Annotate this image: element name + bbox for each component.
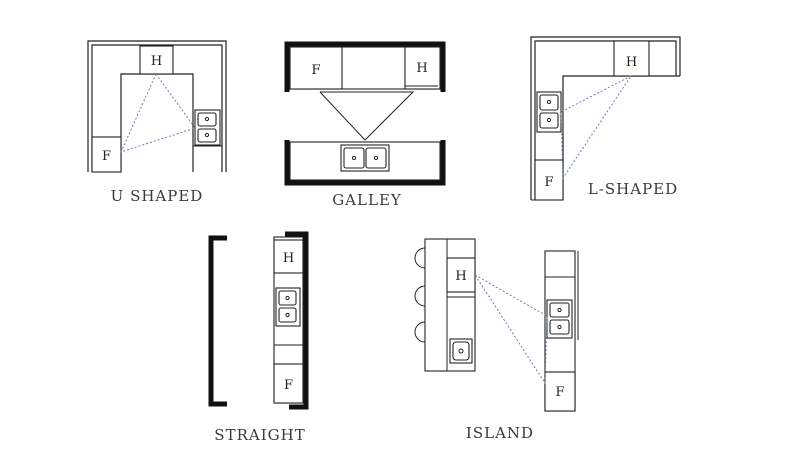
island-hob bbox=[446, 257, 476, 293]
galley-top-wall bbox=[284, 41, 446, 92]
island-hob-label: H bbox=[455, 269, 466, 284]
galley-hob bbox=[404, 46, 441, 90]
l-shaped-hob bbox=[613, 40, 650, 77]
l-shaped-outer-wall bbox=[530, 36, 681, 200]
straight-layout: H F STRAIGHT bbox=[208, 231, 309, 444]
straight-left-bracket bbox=[208, 235, 227, 407]
u-shaped-sink-basin bbox=[197, 128, 217, 143]
galley-work-triangle bbox=[319, 91, 415, 141]
straight-hob bbox=[273, 239, 304, 274]
l-shaped-fridge bbox=[534, 159, 564, 201]
u-shaped-sink-basin bbox=[197, 112, 217, 127]
galley-fridge bbox=[289, 46, 343, 90]
u-shaped-fridge bbox=[91, 136, 122, 173]
l-shaped-fridge-label: F bbox=[544, 175, 553, 190]
galley-label: GALLEY bbox=[332, 191, 402, 209]
l-shaped-hob-label: H bbox=[626, 55, 637, 70]
galley-hob-label: H bbox=[416, 61, 427, 76]
l-shaped-work-triangle bbox=[560, 75, 632, 180]
island-layout: H F ISLAND bbox=[414, 238, 579, 442]
u-shaped-label: U SHAPED bbox=[111, 187, 204, 205]
island-fridge-label: F bbox=[555, 385, 564, 400]
galley-bottom-wall bbox=[284, 140, 446, 186]
u-shaped-work-triangle bbox=[120, 73, 196, 153]
u-shaped-outer-wall bbox=[87, 40, 227, 172]
u-shaped-fridge-label: F bbox=[102, 149, 111, 164]
l-shaped-label: L-SHAPED bbox=[588, 180, 678, 198]
u-shaped-hob bbox=[139, 45, 174, 75]
island-fridge bbox=[544, 371, 576, 412]
straight-hob-label: H bbox=[283, 251, 294, 266]
l-shaped-outer-wall-inner-line bbox=[534, 40, 677, 200]
straight-label: STRAIGHT bbox=[214, 426, 305, 444]
straight-wall bbox=[285, 231, 309, 410]
u-shaped-counter-edge bbox=[120, 73, 194, 172]
island-stool bbox=[414, 321, 426, 343]
island-stool bbox=[414, 247, 426, 269]
u-shaped-layout: H F U SHAPED bbox=[87, 40, 227, 205]
u-shaped-hob-label: H bbox=[151, 54, 162, 69]
straight-fridge bbox=[273, 363, 304, 404]
u-shaped-outer-wall-inner-line bbox=[91, 44, 223, 172]
island-work-triangle bbox=[474, 274, 548, 385]
galley-layout: F H GALLEY bbox=[284, 41, 446, 209]
straight-fridge-label: F bbox=[284, 378, 293, 393]
galley-fridge-label: F bbox=[311, 63, 320, 78]
island-label: ISLAND bbox=[466, 424, 534, 442]
l-shaped-layout: H F L-SHAPED bbox=[530, 36, 681, 201]
island-stool bbox=[414, 285, 426, 307]
